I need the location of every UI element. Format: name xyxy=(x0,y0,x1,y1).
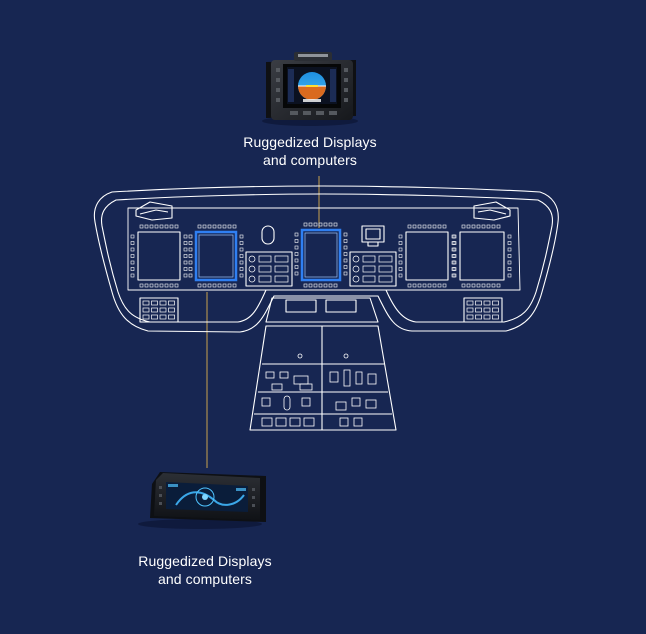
square-display-unit xyxy=(262,52,358,126)
highlighted-display-left xyxy=(194,230,238,282)
callout-label-top: Ruggedized Displays and computers xyxy=(200,133,420,169)
wide-display-computer xyxy=(138,472,266,529)
callout-label-bottom: Ruggedized Displays and computers xyxy=(95,552,315,588)
callout-top-line-2: and computers xyxy=(263,152,357,168)
pedestal-controls xyxy=(261,353,377,427)
cockpit-panel-outline xyxy=(93,185,559,431)
callout-bottom-line-2: and computers xyxy=(158,571,252,587)
highlighted-displays xyxy=(194,228,342,282)
highlighted-display-center xyxy=(300,228,342,282)
control-cluster-buttons xyxy=(142,255,499,320)
callout-bottom-line-1: Ruggedized Displays xyxy=(138,553,272,569)
bezel-button-dots xyxy=(130,222,512,288)
connector-lines xyxy=(206,176,320,468)
callout-top-line-1: Ruggedized Displays xyxy=(243,134,377,150)
